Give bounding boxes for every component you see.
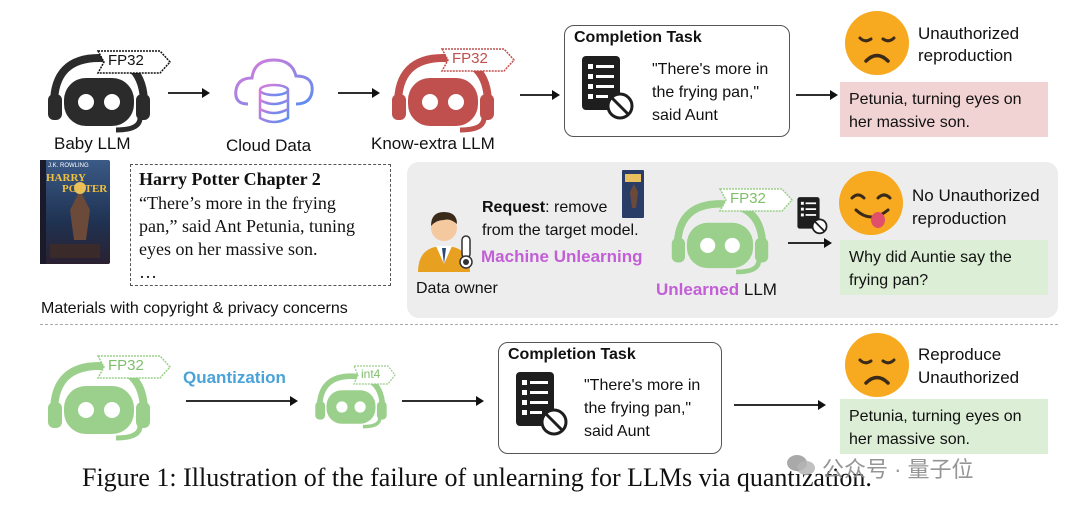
arrow-baby-to-cloud [168, 88, 210, 98]
arrow-unlearned-to-outcome [788, 238, 832, 248]
response-box-middle: Why did Auntie say the frying pan? [840, 240, 1048, 295]
book-excerpt-box [130, 164, 391, 286]
unlearned-fp32-label: FP32 [730, 190, 766, 207]
completion-quote-top: "There's more in the frying pan," said A… [652, 61, 769, 124]
knowextra-fp32-label: FP32 [452, 50, 488, 67]
fp32-tag-shape [96, 50, 172, 74]
data-owner-person-icon [418, 212, 473, 272]
yum-face-icon [839, 171, 903, 235]
int4-green-robot-icon [315, 373, 387, 429]
completion-quote-bottom: "There's more in the frying pan," said A… [584, 377, 701, 440]
know-extra-llm-label: Know-extra LLM [371, 134, 495, 153]
fp32-tag-green-bottom-shape [96, 355, 172, 379]
response-box-top: Petunia, turning eyes on her massive son… [840, 82, 1048, 137]
arrow-int4-to-task [402, 396, 484, 406]
arrow-knowextra-to-task [520, 90, 560, 100]
machine-unlearning-label: Machine Unlearning [481, 247, 643, 266]
baby-llm-label: Baby LLM [54, 134, 131, 153]
book-excerpt-text: “There’s more in the frying pan,” said A… [139, 193, 355, 282]
completion-task-title-top: Completion Task [574, 29, 702, 46]
outcome-top-label: Unauthorized reproduction [918, 24, 1020, 65]
unlearned-robot-icon [671, 200, 769, 275]
figure-caption: Figure 1: Illustration of the failure of… [82, 463, 872, 492]
book-cover-title-2: POTTER [62, 183, 108, 195]
harry-potter-book-cover [40, 160, 110, 264]
completion-task-title-bottom: Completion Task [508, 346, 636, 363]
fp32-tag-green-shape [718, 188, 794, 212]
fp32-green-robot-icon [48, 361, 150, 441]
watermark-text: 公众号 · 量子位 [822, 457, 974, 482]
document-blocked-icon [582, 56, 634, 120]
cloud-data-icon [234, 58, 314, 124]
baby-fp32-label: FP32 [108, 52, 144, 69]
arrow-cloud-to-knowextra [338, 88, 380, 98]
document-blocked-icon-bottom [516, 372, 568, 436]
book-cover-title-1: HARRY [46, 172, 86, 184]
unlearned-llm-label: Unlearned LLM [656, 280, 777, 299]
book-excerpt-heading: Harry Potter Chapter 2 [139, 169, 321, 189]
request-text: Request: remove from the target model. [482, 199, 639, 239]
outcome-bottom-label: Reproduce Unauthorized [918, 345, 1020, 387]
know-extra-robot-icon [392, 53, 494, 133]
document-blocked-icon-small [797, 197, 828, 235]
small-book-icon [622, 170, 644, 218]
bottom-fp32-label: FP32 [108, 357, 144, 374]
sad-face-icon [845, 11, 909, 75]
outcome-middle-label: No Unauthorized reproduction [912, 186, 1040, 228]
fp32-tag-red-shape [440, 48, 516, 72]
sad-face-icon-bottom [845, 333, 909, 397]
int4-tag-shape [353, 365, 396, 385]
wechat-icon [787, 455, 815, 475]
baby-llm-robot-icon [48, 53, 150, 133]
data-owner-label: Data owner [416, 280, 498, 297]
response-box-bottom: Petunia, turning eyes on her massive son… [840, 399, 1048, 454]
int4-label: int4 [361, 367, 381, 381]
arrow-task-to-outcome-top [796, 90, 838, 100]
arrow-task-to-outcome-bottom [734, 400, 826, 410]
arrow-quantization [186, 396, 298, 406]
book-cover-author: J.K. ROWLING [48, 163, 89, 169]
quantization-label: Quantization [183, 368, 286, 387]
cloud-data-label: Cloud Data [226, 136, 312, 155]
section-divider [40, 324, 1058, 325]
materials-caption: Materials with copyright & privacy conce… [41, 300, 348, 317]
